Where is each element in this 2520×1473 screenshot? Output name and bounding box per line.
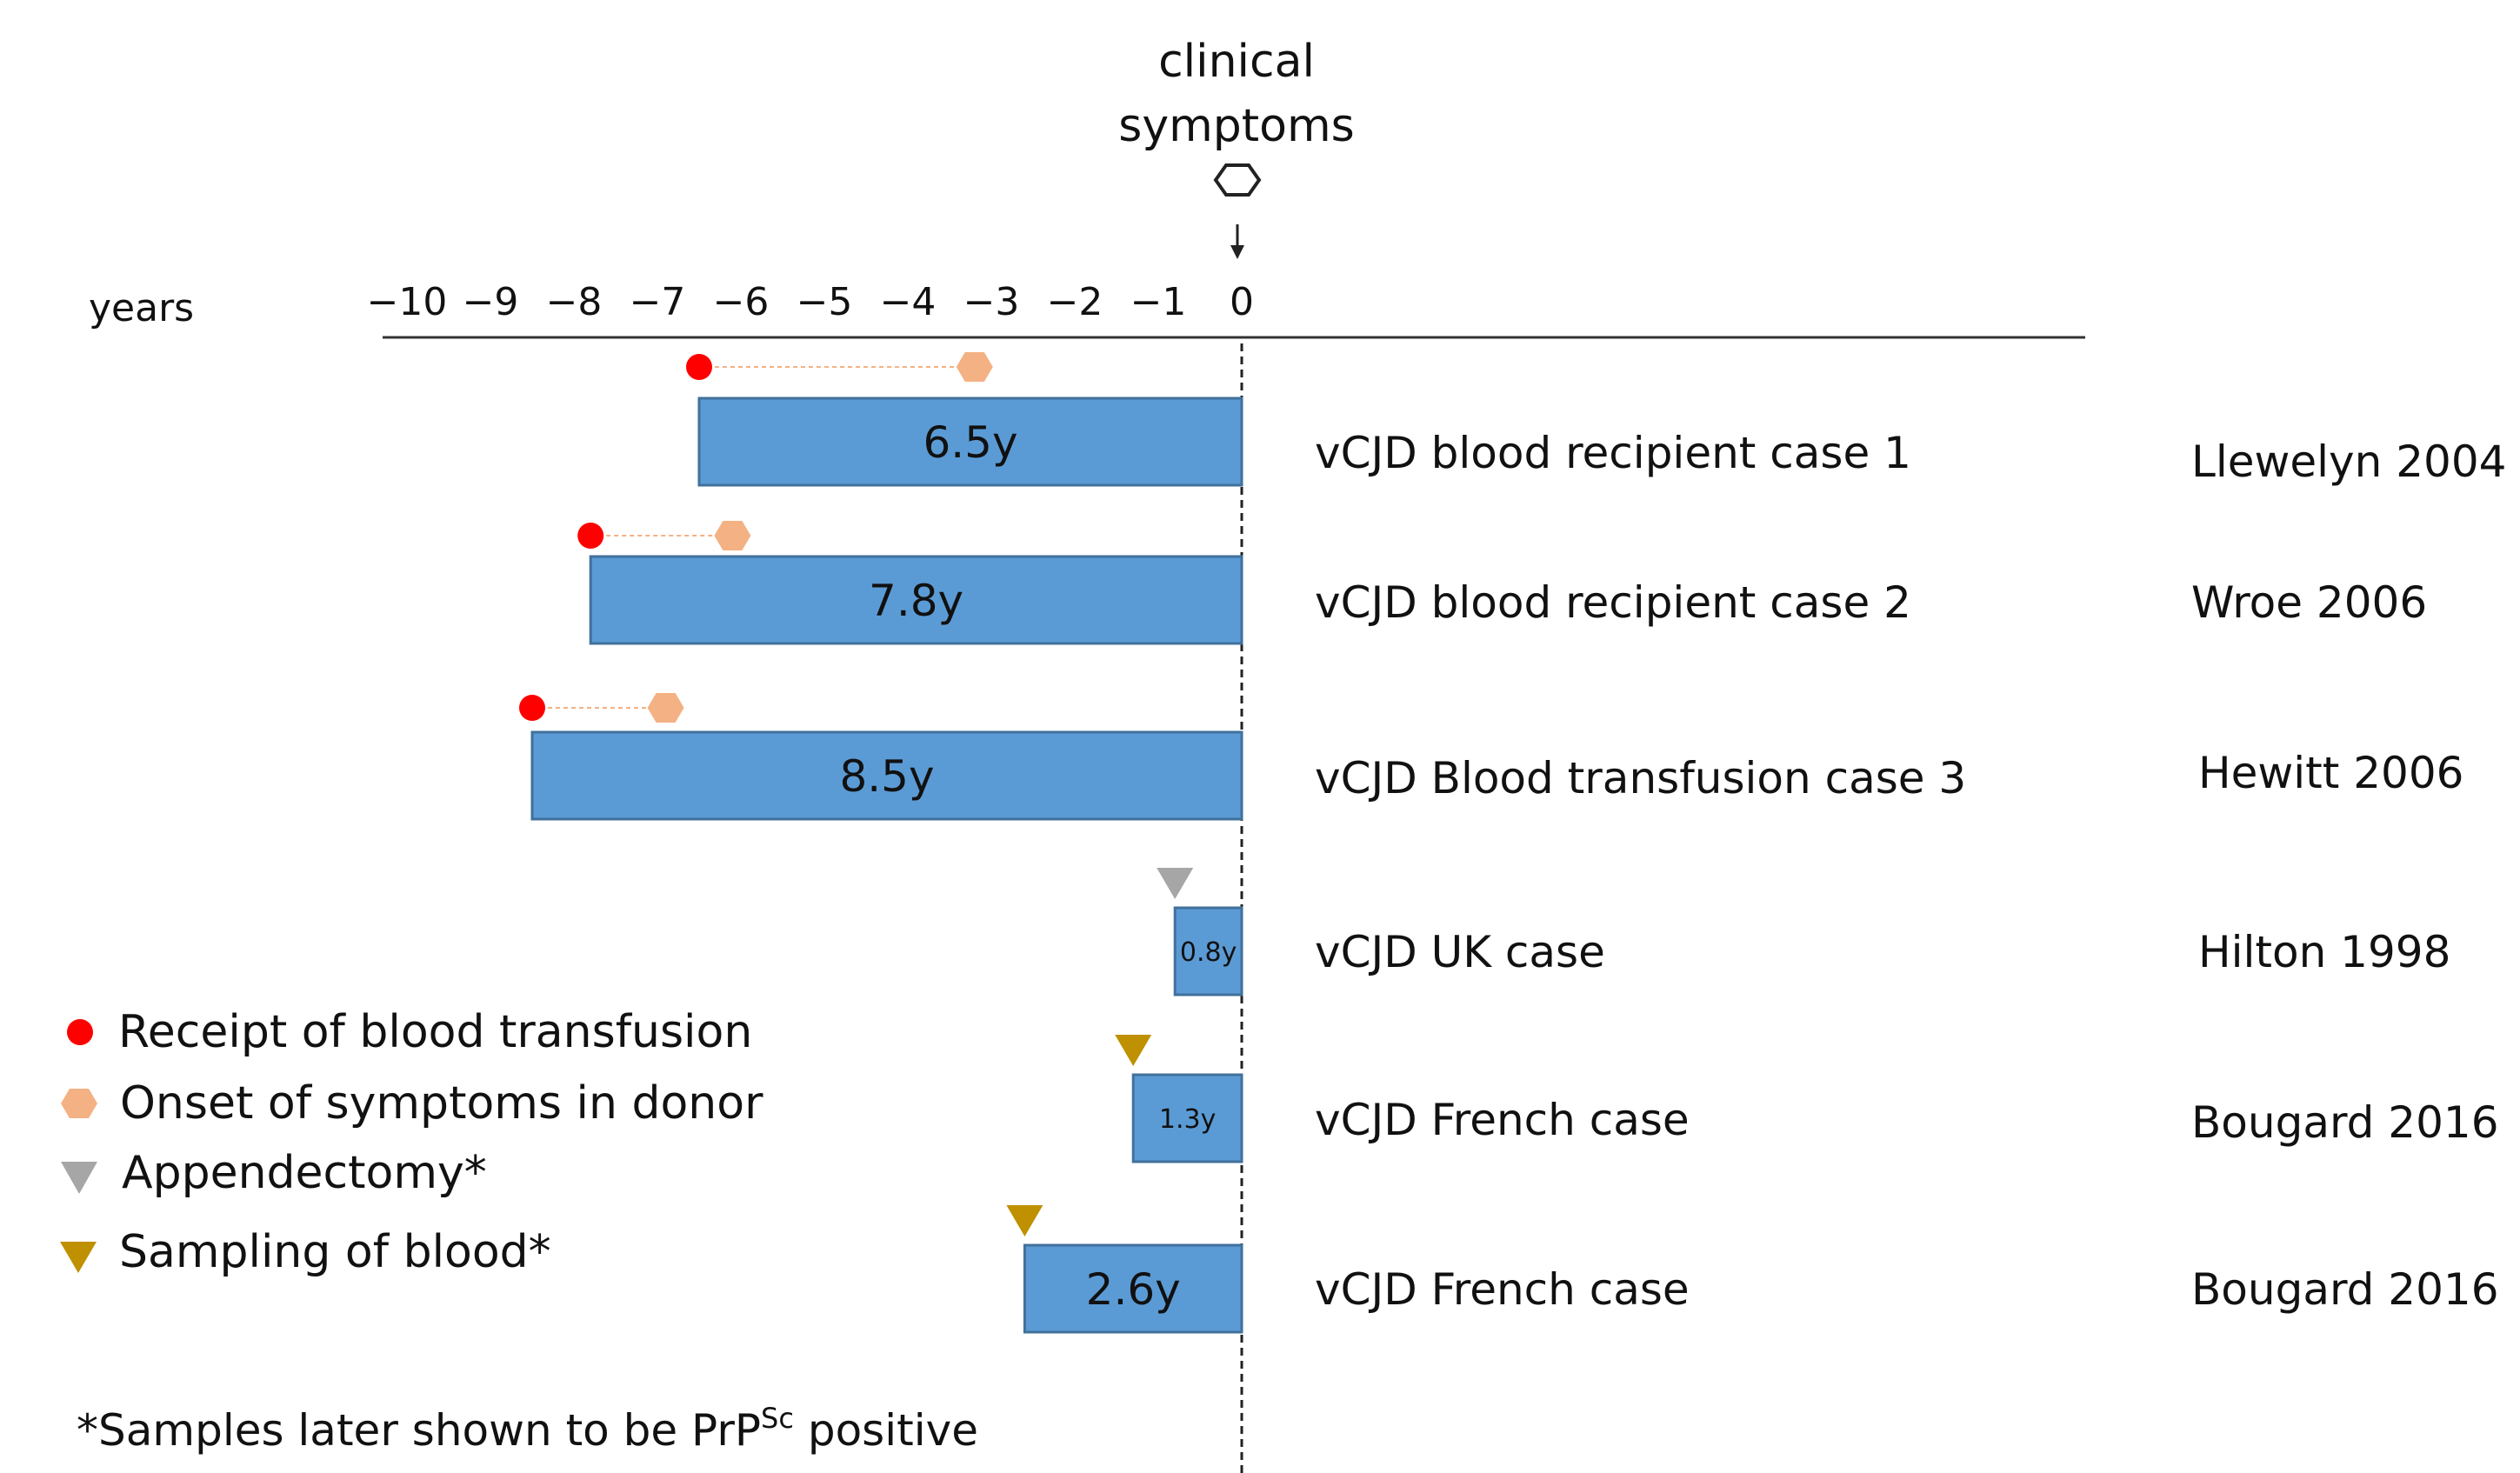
transfusion-marker <box>519 695 545 721</box>
header-line-1: clinical <box>1158 36 1315 88</box>
row-label: vCJD French case <box>1315 1264 1690 1315</box>
row-reference: Bougard 2016 <box>2191 1097 2499 1148</box>
legend-appendectomy-icon <box>61 1162 97 1194</box>
axis-tick-label: −10 <box>367 280 448 324</box>
row-label: vCJD French case <box>1315 1095 1690 1145</box>
blood-sampling-marker <box>1006 1205 1043 1236</box>
axis-tick-label: −6 <box>713 280 770 324</box>
legend-transfusion-label: Receipt of blood transfusion <box>118 1006 752 1058</box>
timeline-row: 1.3y vCJD French case Bougard 2016 <box>1115 1035 2499 1163</box>
footnote: *Samples later shown to be PrPSc positiv… <box>77 1402 978 1456</box>
interval-value-label: 1.3y <box>1159 1104 1216 1135</box>
interval-value-label: 2.6y <box>1086 1264 1181 1315</box>
legend-donor-onset-icon <box>61 1089 97 1118</box>
footnote-prefix: *Samples later shown to be PrP <box>77 1405 761 1456</box>
axis-tick-label: −3 <box>963 280 1020 324</box>
header-line-2: symptoms <box>1118 100 1354 152</box>
legend-transfusion-icon <box>67 1019 93 1045</box>
row-reference: Llewelyn 2004 <box>2191 437 2506 487</box>
row-label: vCJD blood recipient case 2 <box>1315 577 1911 628</box>
footnote-suffix: positive <box>794 1405 978 1456</box>
interval-bar <box>530 730 1243 821</box>
axis-label: years <box>89 286 194 330</box>
interval-value-label: 8.5y <box>839 751 934 802</box>
clinical-symptoms-arrow-head <box>1230 245 1244 259</box>
legend-blood-sampling-icon <box>60 1242 97 1273</box>
blood-sampling-marker <box>1115 1035 1152 1066</box>
clinical-symptoms-icon <box>1213 163 1262 197</box>
row-reference: Hewitt 2006 <box>2198 748 2464 798</box>
legend: Receipt of blood transfusion Onset of sy… <box>60 1006 763 1278</box>
donor-onset-marker <box>956 352 993 382</box>
row-label: vCJD Blood transfusion case 3 <box>1315 753 1966 803</box>
row-reference: Wroe 2006 <box>2191 577 2427 628</box>
interval-bar <box>1023 1243 1243 1334</box>
donor-onset-marker <box>714 521 751 550</box>
interval-value-label: 0.8y <box>1180 937 1237 968</box>
row-label: vCJD blood recipient case 1 <box>1315 428 1911 478</box>
axis-tick-label: 0 <box>1230 280 1254 324</box>
timeline-row: 7.8y vCJD blood recipient case 2 Wroe 2006 <box>577 521 2427 645</box>
timeline-row: 0.8y vCJD UK case Hilton 1998 <box>1157 868 2450 996</box>
row-reference: Hilton 1998 <box>2198 927 2450 977</box>
timeline-rows: 6.5y vCJD blood recipient case 1 Llewelyn … <box>519 352 2506 1334</box>
interval-bar <box>589 555 1243 645</box>
timeline-row: 8.5y vCJD Blood transfusion case 3 Hewitt … <box>519 693 2464 821</box>
transfusion-marker <box>686 354 712 380</box>
legend-blood-sampling-label: Sampling of blood* <box>119 1226 551 1278</box>
interval-value-label: 7.8y <box>869 576 963 626</box>
legend-donor-onset-label: Onset of symptoms in donor <box>120 1077 763 1130</box>
axis-tick-label: −9 <box>463 280 519 324</box>
axis-tick-label: −1 <box>1130 280 1187 324</box>
appendectomy-marker <box>1157 868 1194 899</box>
interval-bar <box>1131 1073 1243 1163</box>
legend-appendectomy-label: Appendectomy* <box>122 1147 487 1199</box>
row-label: vCJD UK case <box>1315 927 1605 977</box>
row-reference: Bougard 2016 <box>2191 1264 2499 1315</box>
timeline-row: 2.6y vCJD French case Bougard 2016 <box>1006 1205 2499 1334</box>
axis-tick-label: −2 <box>1047 280 1103 324</box>
transfusion-marker <box>577 523 604 549</box>
interval-value-label: 6.5y <box>923 417 1017 468</box>
axis-tick-label: −5 <box>797 280 853 324</box>
axis-tick-label: −7 <box>630 280 686 324</box>
axis-tick-label: −8 <box>546 280 603 324</box>
axis-tick-label: −4 <box>880 280 937 324</box>
footnote-superscript: Sc <box>761 1402 794 1435</box>
donor-onset-marker <box>647 693 684 723</box>
timeline-row: 6.5y vCJD blood recipient case 1 Llewelyn … <box>686 352 2506 487</box>
interval-bar <box>697 397 1243 487</box>
interval-bar <box>1173 906 1243 996</box>
